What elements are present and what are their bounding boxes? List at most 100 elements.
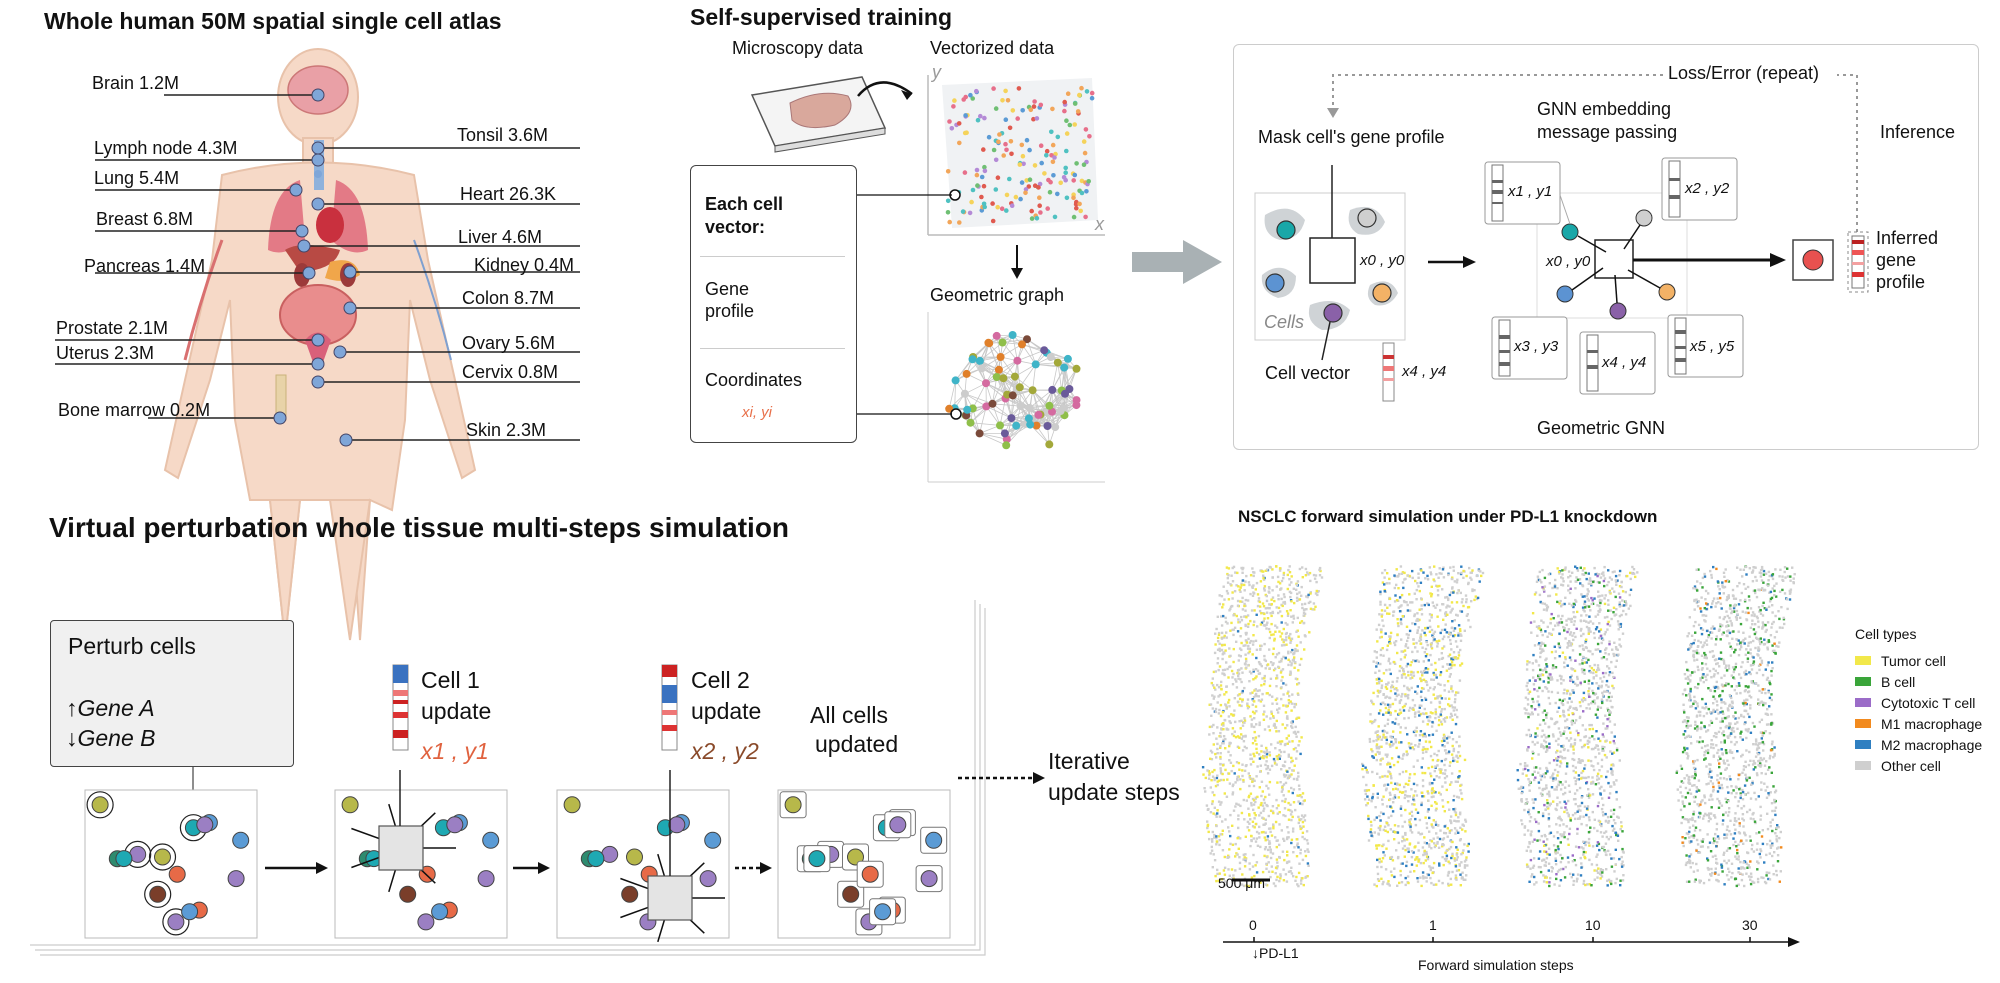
- tissue-cell: [1282, 577, 1285, 580]
- tissue-cell: [1217, 686, 1221, 689]
- cell-vector-label: Cell vector: [1265, 363, 1351, 383]
- tissue-cell: [1239, 586, 1242, 589]
- tissue-cell: [1239, 778, 1242, 781]
- tissue-cell: [1415, 794, 1419, 797]
- tissue-cell: [1538, 838, 1542, 842]
- tissue-cell: [1446, 613, 1449, 616]
- tissue-cell: [1290, 725, 1293, 728]
- tissue-cell: [1383, 783, 1387, 787]
- tissue-cell: [1459, 648, 1462, 652]
- tissue-cell: [1592, 765, 1595, 768]
- tissue-cell: [1302, 611, 1306, 614]
- tissue-cell: [1599, 792, 1602, 795]
- tissue-cell: [1390, 856, 1393, 859]
- tissue-cell: [1555, 788, 1558, 791]
- tissue-cell: [1404, 832, 1407, 835]
- tissue-cell: [1266, 568, 1270, 572]
- tissue-cell: [1233, 697, 1236, 700]
- tissue-cell: [1413, 613, 1416, 616]
- tissue-cell: [1447, 750, 1451, 753]
- tissue-cell: [1572, 883, 1575, 886]
- tissue-cell: [1231, 604, 1234, 608]
- organ-label-ovary: Ovary 5.6M: [462, 333, 556, 353]
- graph-edge: [966, 403, 993, 416]
- tissue-cell: [1276, 708, 1279, 711]
- tissue-cell: [1560, 819, 1563, 822]
- tissue-cell: [1235, 614, 1238, 618]
- graph-edge: [985, 382, 1013, 396]
- tissue-cell: [1433, 579, 1436, 583]
- tissue-cell: [1218, 843, 1221, 847]
- tissue-cell: [1232, 809, 1236, 812]
- cell-dot: [1029, 216, 1035, 221]
- tissue-cell: [1453, 827, 1457, 830]
- tissue-cell: [1231, 843, 1235, 846]
- tissue-cell: [1460, 877, 1463, 880]
- graph-edge: [1064, 368, 1077, 394]
- tissue-cell: [1608, 671, 1612, 674]
- tissue-cell: [1588, 818, 1591, 822]
- cell-dot: [1018, 340, 1026, 349]
- tissue-cell: [1269, 851, 1272, 854]
- tissue-cell: [1273, 762, 1277, 765]
- tissue-cell: [1618, 614, 1622, 618]
- tissue-cell: [1543, 850, 1546, 853]
- tissue-cell: [1382, 828, 1385, 832]
- tissue-cell: [1443, 772, 1447, 775]
- tissue-cell: [1574, 707, 1577, 710]
- tissue-cell: [1602, 656, 1606, 659]
- tissue-cell: [1618, 596, 1622, 599]
- tissue-cell: [1267, 586, 1271, 589]
- cell-dot: [626, 848, 643, 866]
- graph-edge: [1063, 365, 1066, 368]
- cell-dot: [1034, 116, 1040, 121]
- tissue-cell: [1612, 739, 1615, 743]
- tissue-cell: [1443, 749, 1447, 752]
- tissue-cell: [1449, 673, 1452, 676]
- tissue-cell: [1602, 675, 1606, 679]
- cell-dot: [563, 796, 581, 814]
- tissue-cell: [1242, 740, 1246, 743]
- tissue-cell: [1388, 696, 1391, 699]
- tissue-cell: [1288, 578, 1291, 581]
- cell-dot: [1032, 163, 1038, 168]
- tissue-cell: [1452, 569, 1455, 572]
- tissue-cell: [1538, 678, 1542, 681]
- tissue-cell: [1405, 864, 1408, 868]
- tissue-cell: [1292, 617, 1296, 620]
- tissue-cell: [1262, 612, 1265, 615]
- tissue-cell: [1439, 694, 1442, 698]
- tissue-cell: [1258, 814, 1261, 817]
- tissue-cell: [1562, 580, 1565, 583]
- tissue-cell: [1216, 752, 1219, 755]
- tissue-cell: [1421, 671, 1424, 675]
- tissue-cell: [1444, 596, 1447, 599]
- tissue-cell: [1390, 806, 1393, 809]
- tissue-cell: [1528, 733, 1532, 737]
- tissue-cell: [1389, 689, 1393, 693]
- tissue-cell: [1275, 730, 1278, 733]
- tissue-cell: [1417, 576, 1420, 579]
- tissue-cell: [1253, 700, 1256, 703]
- tissue-cell: [1409, 746, 1412, 750]
- cell-dot: [404, 848, 421, 866]
- tissue-cell: [1537, 771, 1540, 774]
- tissue-cell: [1251, 691, 1254, 694]
- tissue-cell: [1286, 704, 1289, 708]
- tissue-cell: [1558, 801, 1562, 804]
- graph-edge: [981, 368, 987, 384]
- tissue-cell: [1270, 743, 1273, 746]
- graph-edge: [1015, 407, 1030, 426]
- tissue-cell: [1270, 764, 1274, 768]
- tissue-cell: [1220, 636, 1223, 639]
- cell-dot: [947, 119, 952, 124]
- tissue-cell: [1587, 796, 1591, 799]
- tissue-cell: [1443, 689, 1446, 692]
- tissue-cell: [1544, 772, 1548, 775]
- tissue-cell: [1543, 739, 1546, 742]
- tissue-cell: [1558, 698, 1561, 702]
- tissue-cell: [1443, 684, 1446, 687]
- cell-dot: [124, 840, 152, 869]
- tissue-cell: [1548, 793, 1551, 796]
- tissue-cell: [1387, 839, 1390, 843]
